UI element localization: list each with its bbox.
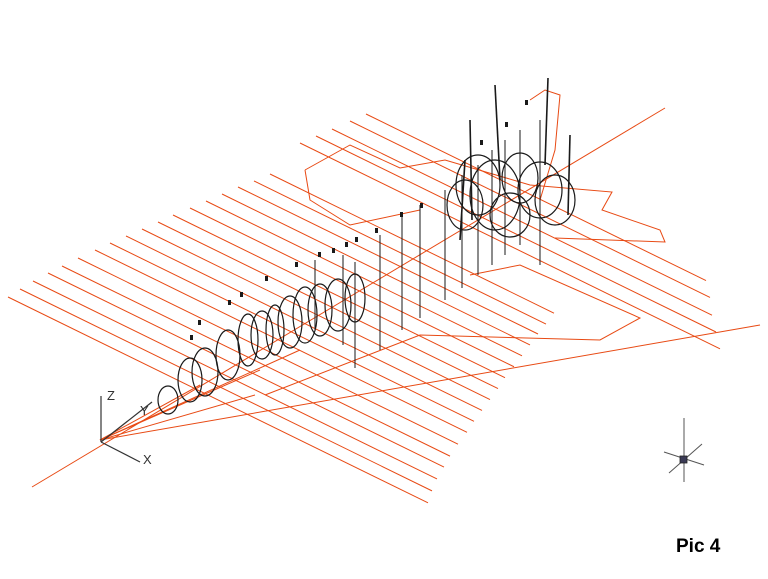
station-line bbox=[315, 135, 717, 333]
fin-outline bbox=[304, 169, 421, 226]
tail-frame bbox=[446, 179, 484, 231]
frame-mark bbox=[295, 262, 298, 267]
fin-blade bbox=[567, 134, 571, 216]
ucs-x-label: X bbox=[143, 452, 152, 467]
station-line bbox=[331, 128, 713, 316]
fin-blade bbox=[469, 119, 473, 221]
figure-caption: Pic 4 bbox=[676, 536, 721, 557]
ucs-axis-icon: Z Y X bbox=[100, 388, 153, 467]
station-line bbox=[205, 200, 523, 357]
ucs-z-label: Z bbox=[107, 388, 115, 403]
fin-blade bbox=[544, 77, 549, 166]
frame-mark bbox=[318, 252, 321, 257]
station-line bbox=[189, 207, 515, 368]
reference-line bbox=[99, 324, 761, 441]
frame-mark bbox=[480, 140, 483, 145]
frame-mark bbox=[420, 203, 423, 208]
station-line bbox=[349, 120, 711, 298]
ucs-y-label: Y bbox=[140, 403, 149, 418]
fuselage-frame bbox=[250, 310, 274, 360]
tail-frame bbox=[534, 174, 576, 226]
station-line bbox=[125, 235, 483, 411]
fuselage-frame bbox=[265, 304, 285, 356]
fin-blade bbox=[459, 159, 466, 241]
station-line bbox=[109, 242, 475, 422]
station-line bbox=[172, 214, 506, 379]
frame-number-marks bbox=[190, 100, 528, 340]
tail-frame bbox=[489, 192, 531, 238]
station-line bbox=[157, 221, 499, 390]
wing-outline bbox=[264, 264, 642, 396]
fuselage-frame bbox=[157, 385, 179, 415]
frame-mark bbox=[400, 212, 403, 217]
station-line bbox=[365, 113, 707, 282]
station-line bbox=[221, 193, 531, 346]
fuselage-frame bbox=[292, 286, 318, 344]
fuselage-frame bbox=[237, 313, 259, 367]
nose-ray bbox=[99, 394, 256, 441]
frame-mark bbox=[265, 276, 268, 281]
frame-mark bbox=[375, 228, 378, 233]
frame-mark bbox=[190, 335, 193, 340]
fuselage-frames bbox=[157, 77, 576, 415]
station-line bbox=[47, 272, 445, 468]
station-line bbox=[19, 288, 433, 492]
station-line bbox=[253, 180, 547, 325]
station-line bbox=[299, 142, 721, 350]
frame-mark bbox=[198, 320, 201, 325]
fuselage-frame bbox=[324, 278, 352, 332]
frame-mark bbox=[345, 242, 348, 247]
fuselage-frame bbox=[307, 283, 333, 337]
planform-outline bbox=[264, 89, 666, 396]
fuselage-frame bbox=[215, 329, 241, 381]
station-line bbox=[141, 228, 491, 400]
fuselage-frame bbox=[177, 357, 203, 403]
station-line bbox=[94, 249, 468, 433]
station-grid-lines bbox=[7, 107, 761, 504]
station-line bbox=[32, 280, 438, 480]
nose-ray bbox=[99, 369, 261, 441]
frame-mark bbox=[355, 237, 358, 242]
frame-mark bbox=[525, 100, 528, 105]
frame-mark bbox=[240, 292, 243, 297]
nose-ray bbox=[99, 384, 201, 441]
station-line bbox=[237, 186, 539, 335]
station-line bbox=[61, 265, 451, 457]
frame-mark bbox=[332, 248, 335, 253]
frame-mark bbox=[228, 300, 231, 305]
tail-outline bbox=[304, 144, 666, 243]
fin-tip-outline bbox=[529, 89, 561, 201]
fuselage-frame bbox=[191, 347, 219, 397]
station-line bbox=[77, 257, 459, 445]
view-compass-icon bbox=[663, 418, 705, 482]
station-line bbox=[269, 173, 555, 314]
fin-blade bbox=[494, 84, 501, 181]
frame-mark bbox=[505, 122, 508, 127]
fuselage-frame bbox=[277, 295, 303, 349]
station-line bbox=[7, 296, 429, 504]
